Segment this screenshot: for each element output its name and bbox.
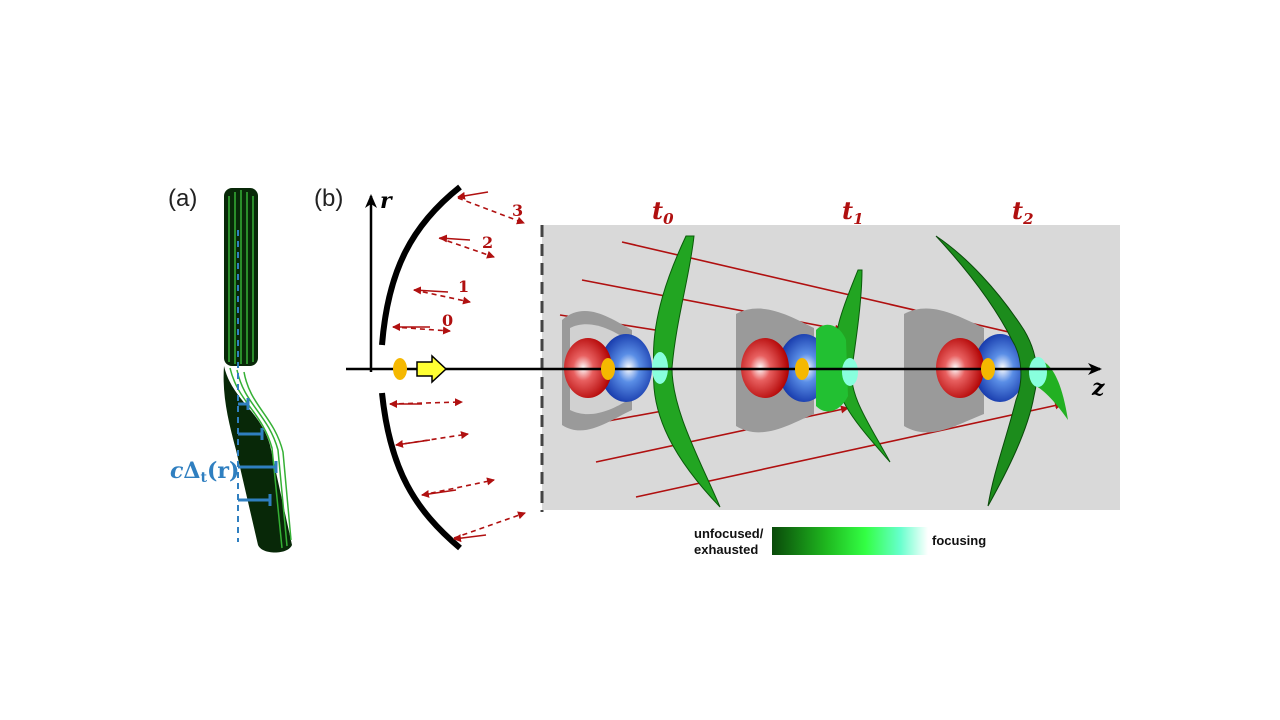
time-label-t2: t2: [1012, 196, 1034, 228]
incident-rays: [389, 191, 489, 543]
panel-a-label: (a): [168, 185, 197, 212]
ray-label-1: 1: [458, 277, 469, 296]
colorbar-right-label: focusing: [932, 533, 986, 548]
panel-b-label: (b): [314, 185, 343, 212]
driver-dot-source: [393, 358, 407, 380]
z-axis-label: z: [1091, 375, 1105, 401]
colorbar-left-label-line1: unfocused/: [694, 526, 764, 541]
driver-dot-t2: [981, 358, 995, 380]
wake-snapshot-t2: [904, 235, 1068, 507]
delay-markers: cΔt(r): [170, 230, 278, 542]
time-label-t0: t0: [652, 196, 674, 228]
time-label-t1: t1: [842, 196, 864, 228]
propagation-direction-arrow: [416, 354, 448, 384]
r-axis-label: r: [380, 188, 393, 214]
delay-label: cΔt(r): [170, 458, 239, 486]
ray-label-2: 2: [482, 233, 493, 252]
colorbar: unfocused/ exhausted focusing: [694, 526, 986, 557]
driver-dot-t1: [795, 358, 809, 380]
focusing-mirror: [379, 184, 462, 551]
colorbar-left-label-line2: exhausted: [694, 542, 758, 557]
ray-label-0: 0: [442, 311, 453, 330]
ray-number-labels: 3 2 1 0: [442, 201, 523, 330]
pulse-stack-curved: [223, 366, 292, 553]
colorbar-gradient: [772, 527, 928, 555]
delayed-pulse-stack: [223, 188, 292, 553]
time-labels: t0 t1 t2: [652, 196, 1034, 228]
panel-a: (a) cΔt(r): [168, 185, 292, 553]
driver-dot-t0: [601, 358, 615, 380]
ray-label-3: 3: [512, 201, 523, 220]
panel-b: (b) r: [314, 184, 1120, 551]
